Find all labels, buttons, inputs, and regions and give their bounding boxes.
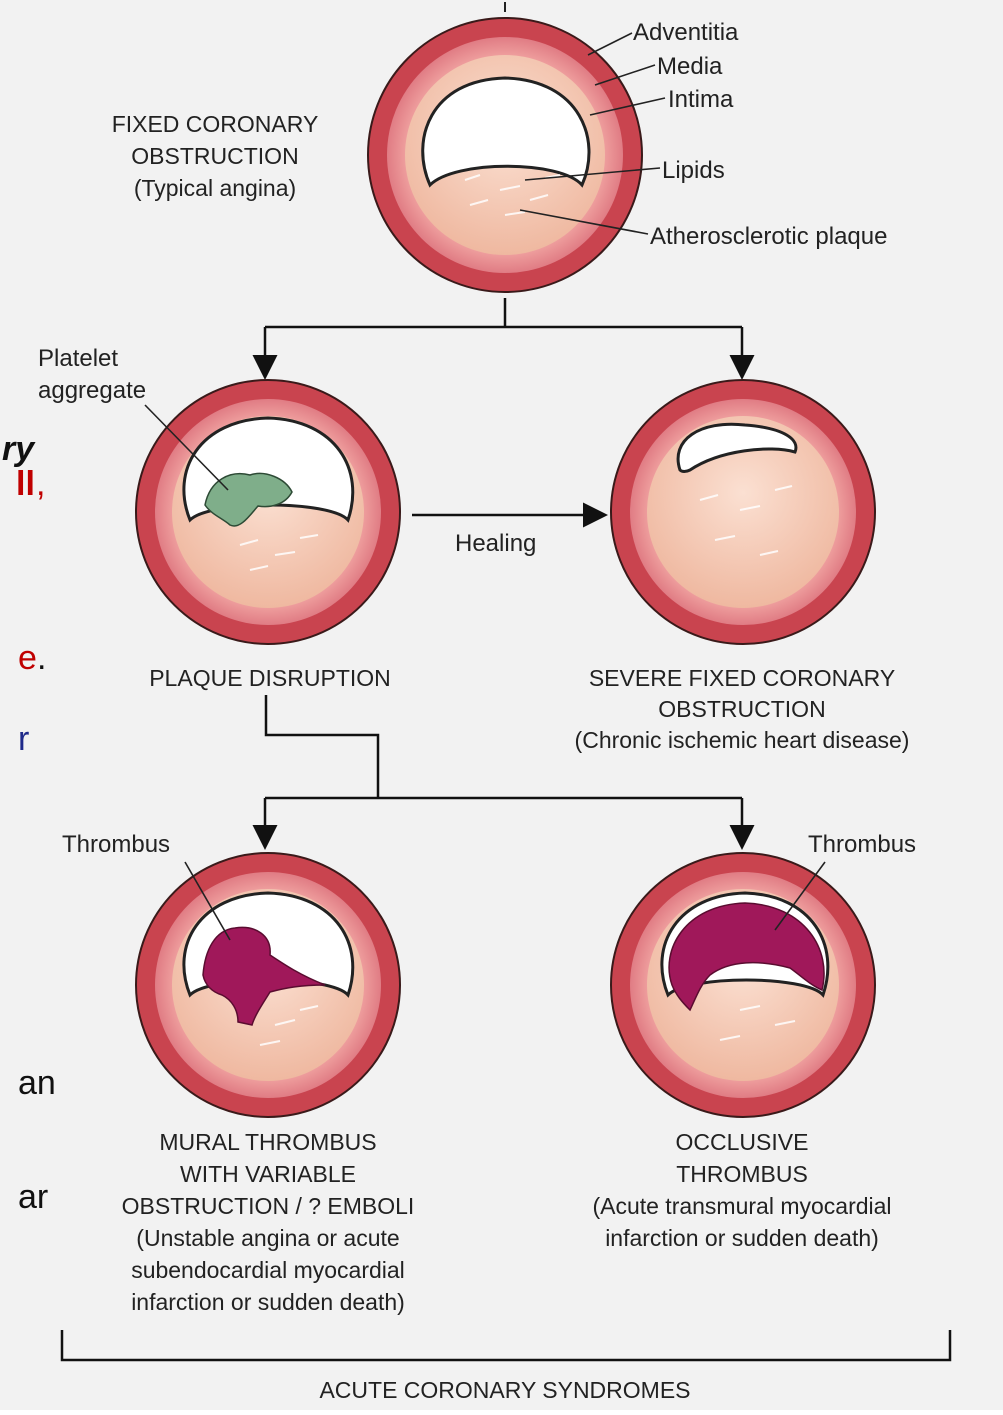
caption-acute-coronary-syndromes: ACUTE CORONARY SYNDROMES <box>319 1377 690 1403</box>
svg-text:THROMBUS: THROMBUS <box>676 1161 808 1187</box>
label-aggregate: aggregate <box>38 377 146 404</box>
svg-text:(Chronic ischemic heart diseas: (Chronic ischemic heart disease) <box>575 727 910 753</box>
label-thrombus-left: Thrombus <box>62 831 170 858</box>
vessel-severe-obstruction <box>611 380 875 644</box>
clipped-text-ry: ry <box>2 432 34 466</box>
svg-text:(Unstable angina or acute: (Unstable angina or acute <box>136 1225 399 1251</box>
caption-fixed-obstruction: FIXED CORONARY OBSTRUCTION (Typical angi… <box>112 111 319 201</box>
clipped-text-period: . <box>37 641 46 675</box>
svg-text:MURAL THROMBUS: MURAL THROMBUS <box>159 1129 376 1155</box>
label-media: Media <box>657 53 723 80</box>
label-adventitia: Adventitia <box>633 19 739 46</box>
svg-text:OBSTRUCTION / ? EMBOLI: OBSTRUCTION / ? EMBOLI <box>122 1193 415 1219</box>
svg-text:infarction or sudden death): infarction or sudden death) <box>605 1225 879 1251</box>
svg-text:subendocardial myocardial: subendocardial myocardial <box>131 1257 405 1283</box>
label-thrombus-right: Thrombus <box>808 831 916 858</box>
svg-text:FIXED CORONARY: FIXED CORONARY <box>112 111 319 137</box>
svg-text:SEVERE FIXED CORONARY: SEVERE FIXED CORONARY <box>589 665 895 691</box>
vessel-mural-thrombus <box>136 853 400 1117</box>
vessel-fixed-obstruction <box>368 18 642 292</box>
svg-text:(Acute transmural myocardial: (Acute transmural myocardial <box>592 1193 891 1219</box>
svg-text:OBSTRUCTION: OBSTRUCTION <box>658 696 825 722</box>
label-atherosclerotic-plaque: Atherosclerotic plaque <box>650 223 887 250</box>
label-platelet: Platelet <box>38 345 118 372</box>
label-lipids: Lipids <box>662 157 725 184</box>
clipped-text-e: e <box>18 641 37 675</box>
svg-text:WITH VARIABLE: WITH VARIABLE <box>180 1161 356 1187</box>
svg-text:OCCLUSIVE: OCCLUSIVE <box>676 1129 809 1155</box>
svg-text:(Typical angina): (Typical angina) <box>134 175 296 201</box>
vessel-occlusive-thrombus <box>611 853 875 1117</box>
clipped-text-ll: ll <box>16 467 35 501</box>
svg-text:infarction or sudden death): infarction or sudden death) <box>131 1289 405 1315</box>
clipped-text-ar: ar <box>18 1180 48 1214</box>
clipped-text-r: r <box>18 722 29 756</box>
vessel-plaque-disruption <box>136 380 400 644</box>
svg-text:OBSTRUCTION: OBSTRUCTION <box>131 143 298 169</box>
caption-plaque-disruption: PLAQUE DISRUPTION <box>149 665 391 691</box>
label-intima: Intima <box>668 86 734 113</box>
clipped-text-an: an <box>18 1066 56 1100</box>
clipped-text-comma: , <box>36 467 45 501</box>
label-healing: Healing <box>455 530 536 557</box>
